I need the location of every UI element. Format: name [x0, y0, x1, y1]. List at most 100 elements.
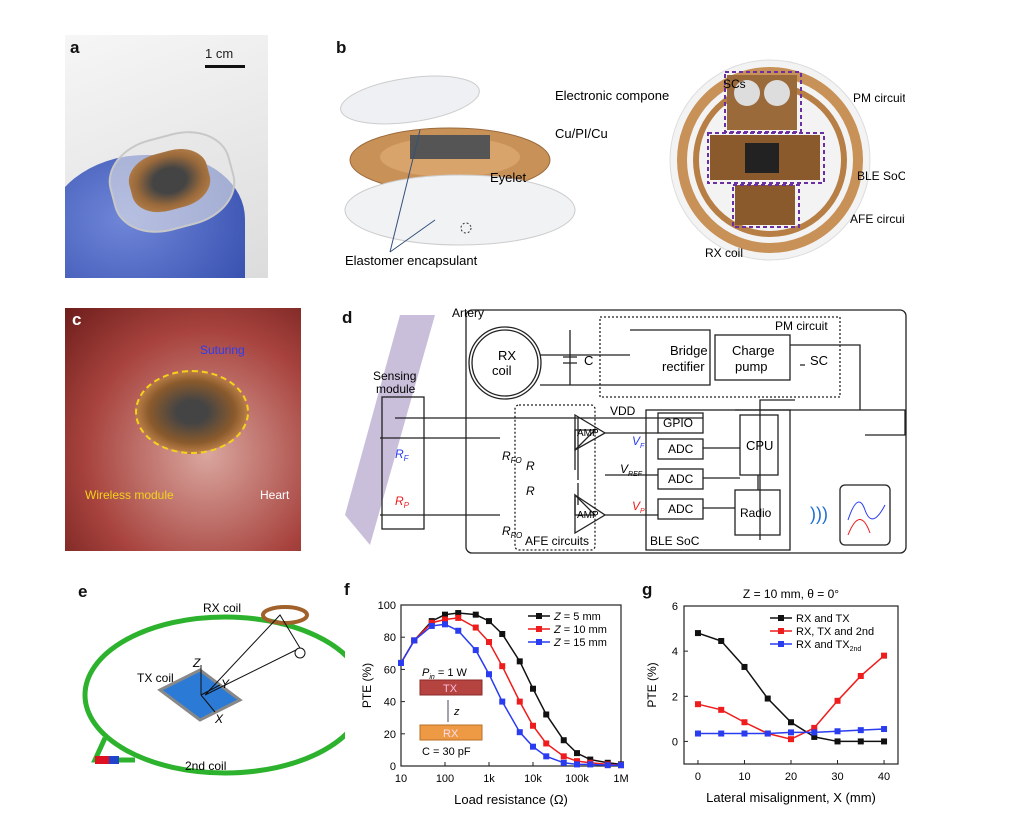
second-coil-label: 2nd coil [185, 759, 226, 773]
series-line [400, 617, 622, 766]
data-point [788, 736, 794, 743]
callout-rx: RX coil [705, 246, 743, 260]
series-line [400, 612, 622, 766]
wireless-module-label: Wireless module [85, 488, 174, 502]
data-point [788, 729, 794, 736]
panel-d-label: d [342, 308, 353, 327]
data-point [472, 647, 479, 654]
r-label-1: R [526, 459, 535, 473]
data-point [811, 724, 818, 731]
data-point [618, 762, 624, 769]
data-point [574, 758, 580, 765]
data-point [560, 759, 567, 766]
rx-coil-label-1: RX [498, 348, 516, 363]
inset-tx-block [419, 679, 483, 696]
y-tick-label: 20 [384, 729, 396, 741]
scale-bar-label: 1 cm [205, 46, 234, 61]
panel-f-label: f [344, 580, 350, 599]
pm-circuit-label: PM circuit [775, 319, 828, 333]
legend-label: Z = 10 mm [553, 624, 607, 636]
legend-marker [536, 639, 542, 645]
legend-label: RX, TX and 2nd [796, 626, 874, 638]
data-point [694, 630, 701, 637]
data-point [694, 730, 701, 737]
data-point [516, 658, 523, 665]
data-point [560, 737, 567, 744]
legend-marker [778, 628, 784, 634]
x-tick-label: 1M [613, 773, 628, 785]
callout-cupicu: Cu/PI/Cu [555, 126, 608, 141]
inset-c-label: C = 30 pF [422, 746, 471, 758]
phone-waveform-icon [847, 501, 886, 521]
data-point [857, 727, 864, 734]
x-tick-label: 10 [395, 773, 407, 785]
y-tick-label: 6 [672, 601, 678, 613]
data-point [411, 637, 418, 644]
data-point [543, 740, 550, 747]
chart-f: Pin = 1 W TX z RX C = 30 pF 020406080100… [360, 600, 629, 807]
data-point [486, 639, 492, 646]
cpu-label: CPU [746, 438, 773, 453]
data-point [398, 659, 404, 666]
charge-pump-label-1: Charge [732, 343, 775, 358]
legend-marker [536, 626, 542, 632]
data-point [881, 738, 888, 745]
capacitor-label: C [584, 353, 593, 368]
y-tick-label: 0 [390, 761, 396, 773]
data-point [834, 728, 841, 735]
data-point [741, 663, 748, 670]
tx-coil-label: TX coil [137, 671, 174, 685]
legend-label: RX and TX [796, 613, 850, 625]
y-tick-label: 40 [384, 697, 396, 709]
x-tick-label: 20 [785, 771, 797, 783]
data-point [428, 619, 435, 626]
x-axis-label: X [214, 712, 224, 726]
scale-bar [205, 65, 245, 68]
data-point [604, 762, 611, 769]
panel-a-label: a [70, 38, 80, 57]
data-point [455, 610, 462, 617]
data-point [718, 706, 725, 713]
y-tick-label: 2 [672, 691, 678, 703]
y-axis-label: PTE (%) [645, 662, 659, 707]
legend-label: RX and TX2nd [796, 639, 861, 653]
device-photo: 1 cm [65, 35, 268, 278]
rp-label: RP [395, 494, 410, 510]
sensing-label-1: Sensing [373, 369, 416, 383]
y-tick-label: 0 [672, 736, 678, 748]
vf-label: VF [632, 434, 645, 450]
rf-label: RF [395, 447, 410, 463]
data-point [834, 697, 841, 704]
data-point [472, 611, 479, 618]
series-line [400, 623, 621, 766]
data-point [486, 671, 492, 678]
adc-label-3: ADC [668, 502, 694, 516]
data-point [442, 621, 448, 628]
data-point [499, 663, 506, 670]
data-point [442, 611, 448, 618]
data-point [543, 711, 550, 718]
gpio-label: GPIO [663, 416, 693, 430]
data-point [857, 672, 864, 679]
data-point [543, 753, 550, 760]
data-point [560, 753, 567, 760]
data-point [455, 614, 462, 621]
x-tick-label: 0 [695, 771, 701, 783]
x-tick-label: 10k [524, 773, 542, 785]
x-axis-label: Load resistance (Ω) [454, 792, 568, 807]
rx-coil-label-2: coil [492, 363, 512, 378]
legend-marker [778, 615, 784, 621]
rfo-label: RFO [502, 449, 522, 465]
y-tick-label: 4 [672, 646, 678, 658]
data-point [788, 719, 794, 726]
x-tick-label: 40 [878, 771, 890, 783]
amp-label-1: AMP [577, 428, 599, 439]
data-point [764, 730, 771, 737]
legend-label: Z = 15 mm [553, 637, 607, 649]
callout-ble: BLE SoC [857, 169, 905, 183]
data-point [881, 652, 888, 659]
phone-waveform-icon-2 [847, 519, 871, 536]
data-point [718, 730, 725, 737]
x-tick-label: 10 [738, 771, 750, 783]
